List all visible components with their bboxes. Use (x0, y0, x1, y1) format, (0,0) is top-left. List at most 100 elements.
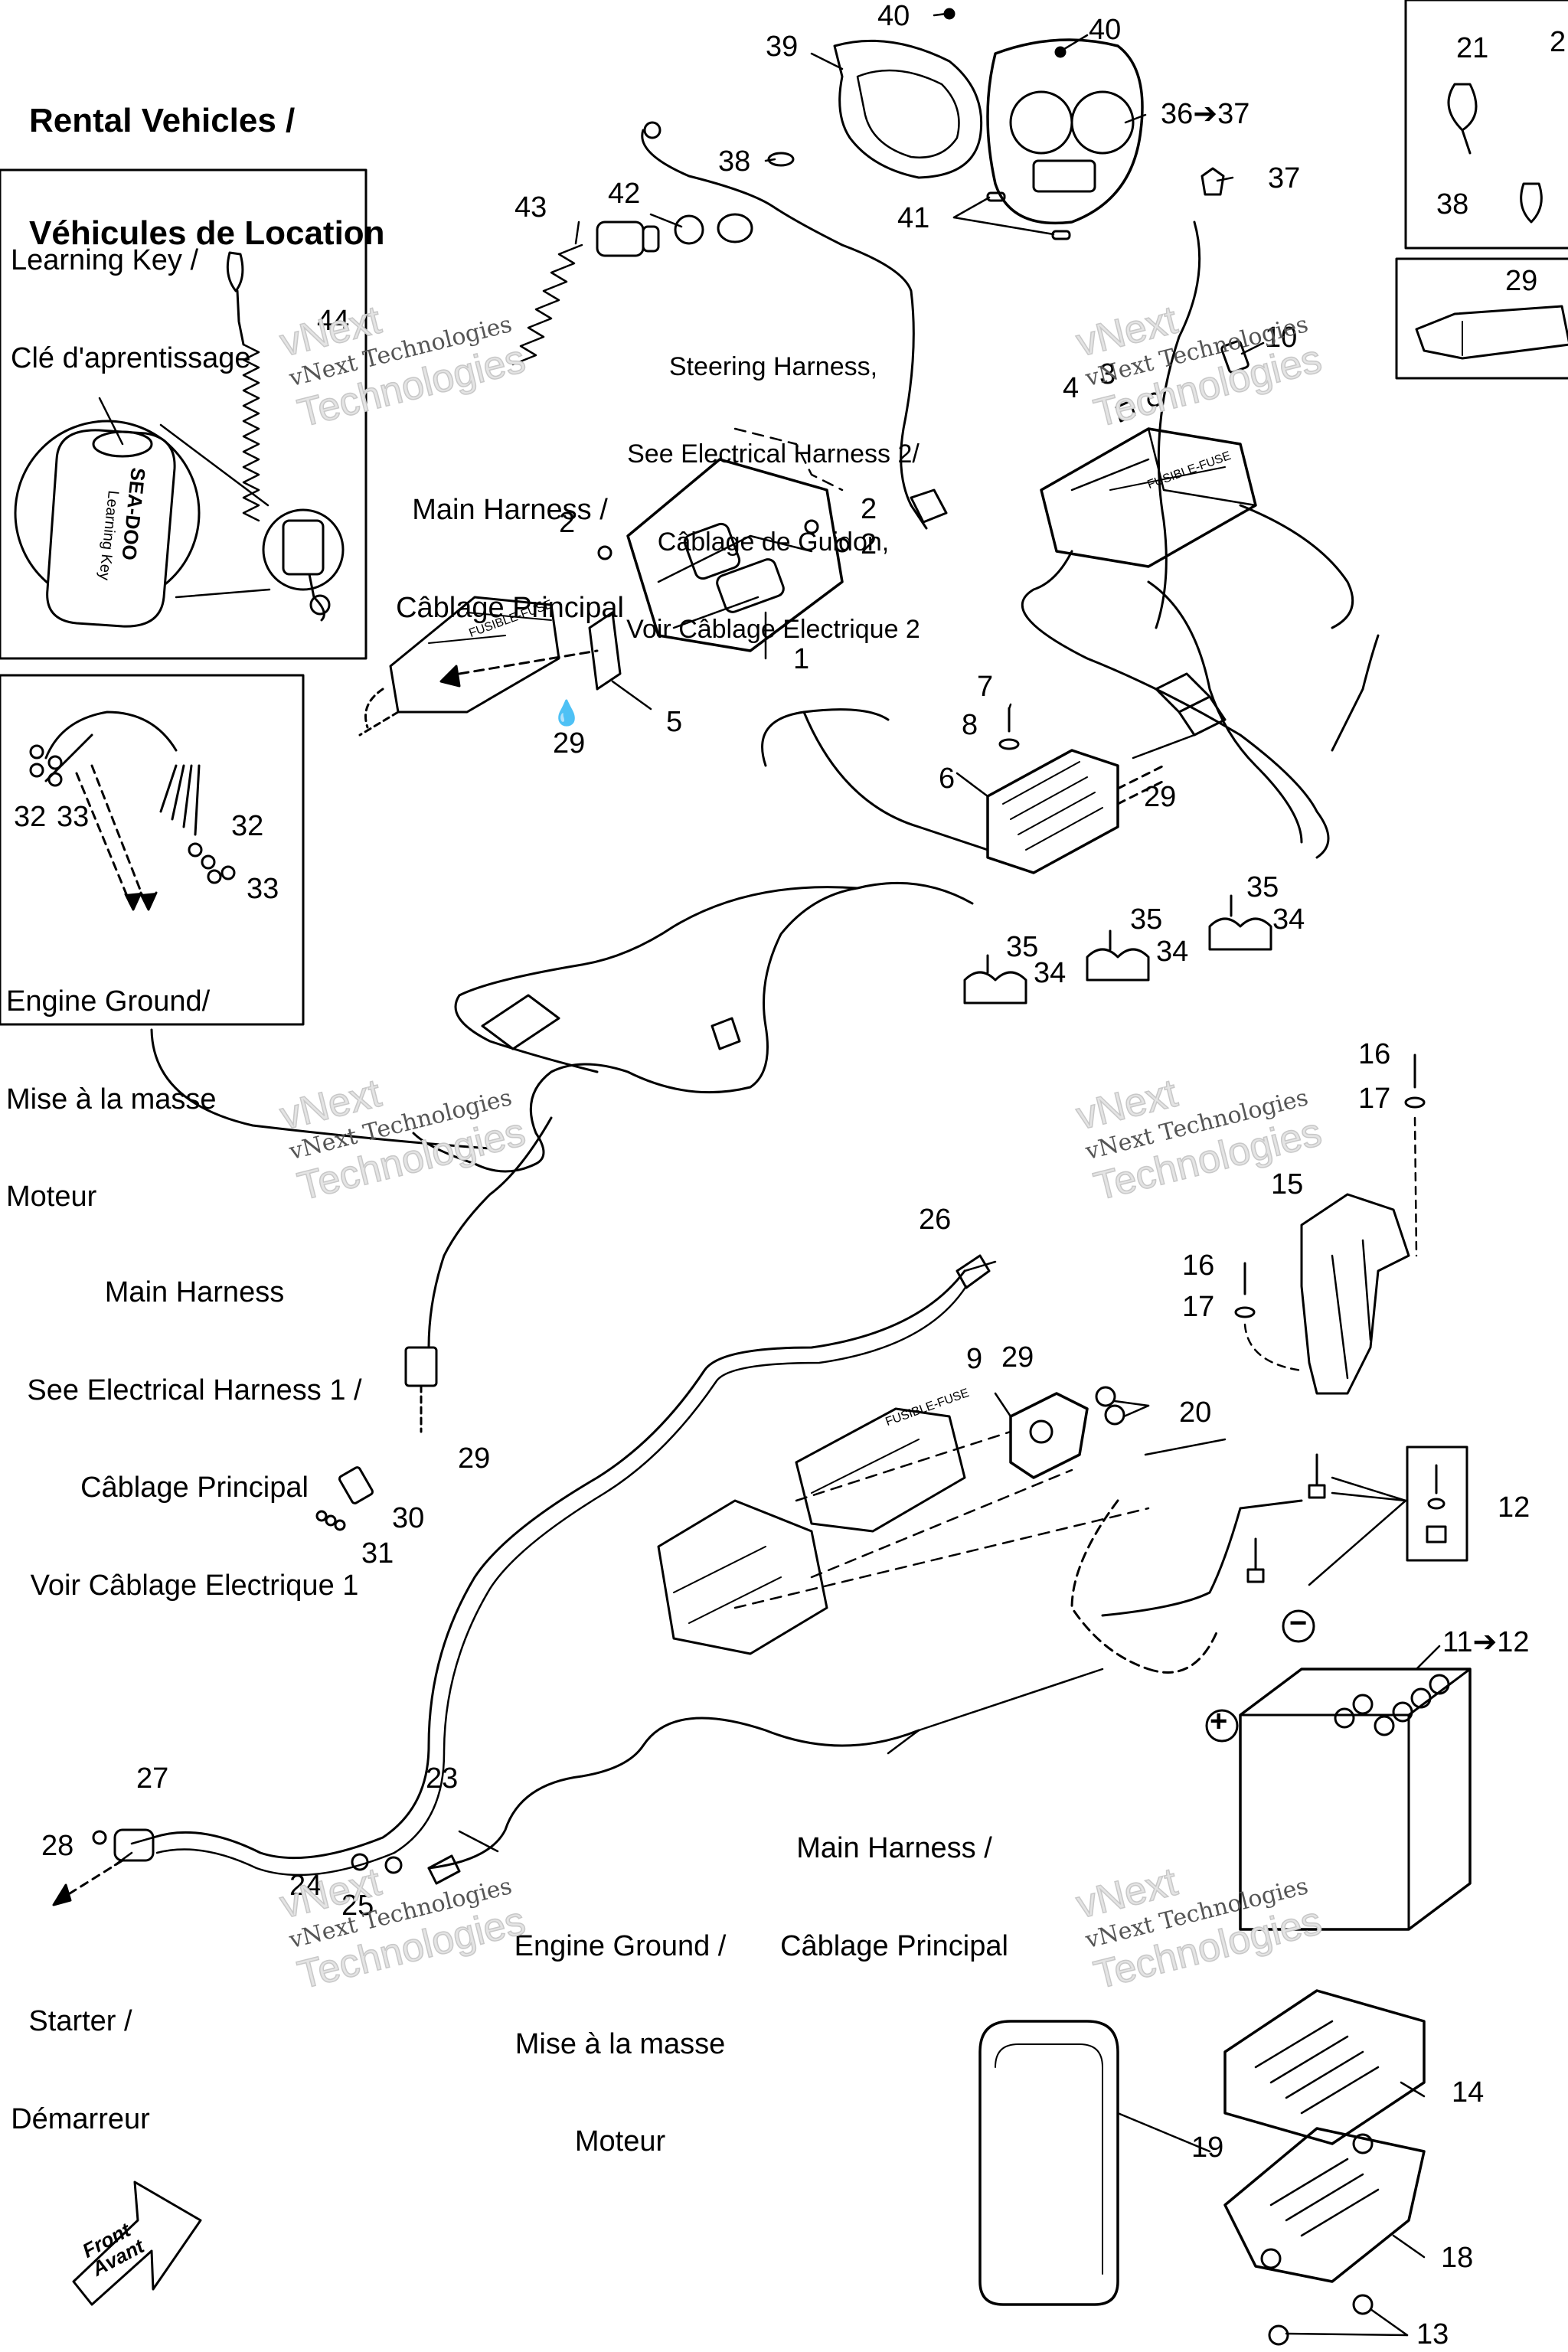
part-13: 13 (1416, 2318, 1449, 2350)
main-harness-lead-top (458, 649, 599, 675)
grease-inset-box (1395, 257, 1568, 380)
part-38-a: 38 (718, 145, 751, 178)
connector-small (710, 1017, 741, 1050)
negative-cable (1101, 1499, 1303, 1617)
part-12: 12 (1498, 1491, 1530, 1524)
part-32-b: 32 (231, 810, 264, 842)
leader-lines (113, 12, 1441, 2337)
part-17-b: 17 (1182, 1291, 1215, 1323)
terminal-26 (956, 1254, 991, 1289)
part-36-37: 36➔37 (1161, 98, 1250, 130)
part-20: 20 (1179, 1396, 1212, 1429)
positive-cable-inner (155, 1285, 968, 1877)
steering-harness-connector (910, 488, 948, 524)
steering-harness-line-1: Steering Harness, (668, 352, 878, 382)
steering-harness (641, 129, 928, 530)
learning-key-lanyard (159, 251, 345, 622)
connectors-30-31 (315, 1346, 438, 1531)
plus-circle (1205, 1709, 1239, 1743)
engine-ground-wires (29, 710, 236, 911)
pad-19-inner (995, 2043, 1103, 2275)
engine-ground-inset-box (0, 674, 305, 1026)
part-38-b: 38 (1436, 188, 1469, 220)
connector-37 (1200, 167, 1225, 196)
battery-tray-14 (1223, 1989, 1426, 2145)
title-line-2: Véhicules de Location (29, 214, 385, 253)
main-harness-mid-line-1: Main Harness (104, 1276, 285, 1309)
tie-21 (1447, 83, 1478, 155)
regulator-6 (986, 749, 1119, 874)
part-35-b: 35 (1130, 903, 1163, 936)
engine-ground-top-line-2: Mise à la masse (6, 1083, 217, 1116)
washer-4 (1115, 400, 1136, 423)
gauge-harness-lead (1155, 220, 1201, 629)
learning-key-label-line-2: Clé d'aprentissage (11, 341, 251, 374)
engine-ground-bottom-line-1: Engine Ground / (514, 1930, 727, 1963)
fastener-inset-box (1404, 0, 1568, 250)
part-1: 1 (793, 643, 810, 675)
part-39: 39 (766, 31, 799, 63)
main-harness-top-line-1: Main Harness / (412, 494, 608, 527)
battery-11 (1239, 1668, 1472, 1931)
main-harness-arrow-top (439, 665, 461, 688)
part-25: 25 (341, 1890, 374, 1922)
part-6: 6 (939, 763, 956, 795)
part-29-switch: 29💧 (551, 699, 586, 760)
engine-ground-bottom-line-3: Moteur (574, 2125, 666, 2158)
part-3: 3 (1099, 358, 1116, 390)
part-27: 27 (136, 1762, 169, 1795)
clamps-34 (963, 894, 1272, 1004)
steering-harness-line-4: Voir Câblage Electrique 2 (626, 614, 920, 644)
engine-ground-cable-bottom (427, 1717, 920, 1870)
part-42: 42 (608, 178, 641, 210)
part-21: 21 (1456, 32, 1489, 64)
main-harness-mid-line-2: See Electrical Harness 1 / (27, 1374, 362, 1406)
part-35-a: 35 (1006, 931, 1039, 963)
learning-key-label-line-1: Learning Key / (11, 244, 199, 277)
part-29-grease: 29 (1505, 265, 1538, 297)
regulator-wiring (1116, 764, 1165, 805)
starter-lead (60, 1859, 124, 1900)
part-15: 15 (1271, 1168, 1304, 1200)
part-7: 7 (977, 671, 994, 703)
part-32-a: 32 (14, 801, 47, 833)
main-harness-bottom-label: Main Harness / Câblage Principal (756, 1767, 1032, 1995)
part-16-a: 16 (1358, 1038, 1391, 1070)
ground-terminal-23 (427, 1854, 461, 1885)
part-34-c: 34 (1272, 903, 1305, 936)
gauge-cluster (986, 38, 1144, 225)
hardware-12-leaders (1308, 1476, 1407, 1586)
part-24: 24 (289, 1870, 322, 1902)
learning-key-inset-box (0, 168, 368, 660)
part-17-a: 17 (1358, 1083, 1391, 1115)
engine-ground-bottom-label: Engine Ground / Mise à la masse Moteur (490, 1865, 750, 2190)
part-29-connector: 29 (458, 1442, 491, 1475)
part-2-a: 2 (559, 507, 576, 539)
part-9: 9 (966, 1343, 983, 1375)
title-line-1: Rental Vehicles / (29, 101, 296, 139)
nut-3 (1147, 392, 1162, 407)
negative-lead-dashed (1070, 1499, 1219, 1674)
starter-arrow (52, 1883, 72, 1906)
part-30: 30 (392, 1502, 425, 1534)
main-harness-bottom-line-2: Câblage Principal (780, 1929, 1008, 1962)
screw-7-washer-8 (998, 707, 1020, 750)
part-11-12: 11➔12 (1442, 1626, 1530, 1658)
part-41: 41 (897, 202, 930, 234)
part-8: 8 (962, 709, 978, 741)
main-harness-mid-line-4: Voir Câblage Electrique 1 (30, 1570, 359, 1602)
minus-circle (1282, 1609, 1315, 1643)
main-harness-left-loop (454, 886, 859, 1073)
hardware-12-inset-items (1426, 1464, 1447, 1544)
screws-2 (597, 519, 850, 560)
switch-5 (588, 611, 622, 691)
engine-ground-top-line-3: Moteur (6, 1181, 97, 1214)
part-2-c: 2 (861, 528, 877, 560)
main-harness-top-rear (802, 710, 989, 851)
starter-line-1: Starter / (28, 2005, 132, 2038)
clip-38-inset (1520, 182, 1543, 224)
main-harness-mid-label: Main Harness See Electrical Harness 1 / … (0, 1211, 389, 1635)
coil-cord-43 (511, 243, 583, 366)
gauge-bezel (833, 39, 983, 179)
